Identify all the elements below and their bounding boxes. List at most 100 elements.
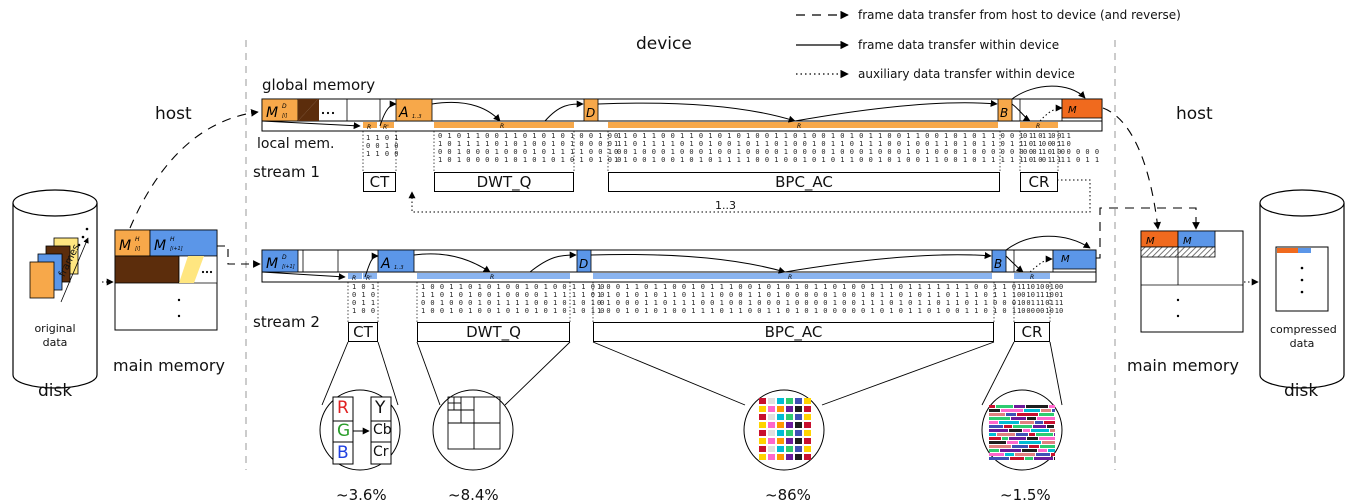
svg-text:R: R xyxy=(788,274,792,281)
bpc-cell xyxy=(777,422,784,428)
disk-left xyxy=(12,189,98,389)
bpc-cell xyxy=(759,438,766,444)
cr-bar xyxy=(1044,421,1055,424)
bpc-cell xyxy=(786,406,793,412)
cr-bar xyxy=(1047,425,1054,428)
ct-letter-cb: Cb xyxy=(373,422,392,438)
ct-inset-boxes xyxy=(332,396,392,465)
cr-bar xyxy=(1050,429,1055,432)
cr-bar xyxy=(1017,413,1038,416)
ct-letter-y: Y xyxy=(375,398,386,418)
cr-bar xyxy=(1029,445,1039,448)
stream2-cr-bits: 1 1 1 0 0 0 1 1 1 0 1 0 1 0 1 1 0 0 1 1 xyxy=(1017,283,1060,315)
bpc-cell xyxy=(795,422,802,428)
stream1-dwt-bits: 0 1 0 1 1 0 0 1 1 0 1 0 1 0 1 0 0 1 0 1 … xyxy=(438,132,622,164)
cr-bar xyxy=(1019,441,1041,444)
cr-bar xyxy=(1001,409,1023,412)
cr-bar xyxy=(1048,449,1055,452)
percent-ct: ~3.6% xyxy=(336,486,387,504)
stream1-cr-bits: 0 1 1 0 1 1 1 0 0 1 0 0 1 1 0 1 1 0 1 1 xyxy=(1023,132,1066,164)
bpc-cell xyxy=(786,438,793,444)
bpc-cell xyxy=(759,422,766,428)
cr-bar xyxy=(989,437,1001,440)
cr-bar xyxy=(989,429,1008,432)
bpc-cell xyxy=(759,454,766,460)
svg-text:M: M xyxy=(266,256,278,272)
cr-bar xyxy=(1039,413,1054,416)
bpc-cell xyxy=(777,438,784,444)
svg-text:H: H xyxy=(135,236,140,243)
svg-text:1..3: 1..3 xyxy=(394,265,404,271)
arrow-host-to-device-stream1 xyxy=(129,109,259,229)
bpc-cell xyxy=(804,406,811,412)
bpc-cell xyxy=(795,454,802,460)
bpc-cell xyxy=(795,406,802,412)
bpc-cell xyxy=(804,422,811,428)
global-memory-label: global memory xyxy=(262,76,376,94)
svg-text:R: R xyxy=(1030,274,1034,281)
arrow-device-to-host-stream1 xyxy=(1102,107,1162,230)
stream2-flows xyxy=(261,235,1091,281)
bpc-cell xyxy=(786,446,793,452)
svg-text:M: M xyxy=(1061,254,1070,265)
cr-bar xyxy=(1024,409,1040,412)
stream1-bpc-bits: 0 1 0 1 1 0 0 1 1 0 1 0 1 0 1 0 0 1 1 0 … xyxy=(614,132,1100,164)
svg-text:A: A xyxy=(380,256,391,272)
svg-text:R': R' xyxy=(366,275,372,282)
cr-bar xyxy=(1005,453,1014,456)
main-memory-left xyxy=(114,229,218,331)
bpc-bitplane-grid xyxy=(759,398,811,460)
bpc-cell xyxy=(777,398,784,404)
legend-label-dotted: auxiliary data transfer within device xyxy=(858,67,1075,81)
cr-bar xyxy=(1042,441,1055,444)
svg-text:[i+1]: [i+1] xyxy=(282,264,295,270)
cr-bar xyxy=(1040,445,1055,448)
cr-bar xyxy=(989,421,998,424)
host-label-left: host xyxy=(155,104,192,124)
cr-bar xyxy=(1025,457,1033,460)
cr-bar xyxy=(1013,425,1032,428)
cr-bar xyxy=(989,453,1004,456)
device-label: device xyxy=(636,34,692,54)
stream1-label: stream 1 xyxy=(253,163,320,181)
cr-bar xyxy=(989,409,1000,412)
svg-text:D: D xyxy=(282,103,287,110)
bpc-cell xyxy=(759,446,766,452)
svg-text:R: R xyxy=(500,123,504,130)
cr-bar xyxy=(989,457,1009,460)
svg-text:M: M xyxy=(1068,105,1077,116)
percent-cr: ~1.5% xyxy=(1000,486,1051,504)
bpc-cell xyxy=(768,446,775,452)
local-memory-label: local mem. xyxy=(257,136,335,152)
cr-bar xyxy=(1034,457,1053,460)
cr-bar xyxy=(1037,417,1055,420)
svg-text:D: D xyxy=(282,254,287,261)
bpc-cell xyxy=(795,398,802,404)
svg-text:[i]: [i] xyxy=(135,246,140,252)
bpc-cell xyxy=(777,406,784,412)
bpc-cell xyxy=(777,454,784,460)
disk-right-label: disk xyxy=(1284,381,1319,401)
disk-right xyxy=(1259,189,1345,389)
cr-bar xyxy=(989,425,1003,428)
disk-left-label: disk xyxy=(38,381,73,401)
stream2-kernel-dwt: DWT_Q xyxy=(417,322,570,342)
stream1-flows xyxy=(261,85,1086,130)
host-label-right: host xyxy=(1176,104,1213,124)
bpc-cell xyxy=(768,398,775,404)
cr-bar xyxy=(1016,433,1028,436)
cr-bar xyxy=(1049,405,1055,408)
cr-bar xyxy=(1000,449,1021,452)
bpc-cell xyxy=(768,414,775,420)
bpc-cell xyxy=(777,414,784,420)
bpc-cell xyxy=(795,414,802,420)
bpc-cell xyxy=(759,398,766,404)
bpc-cell xyxy=(804,438,811,444)
bpc-cell xyxy=(786,454,793,460)
bpc-cell xyxy=(804,446,811,452)
stream1-kernel-cr: CR xyxy=(1020,172,1058,192)
bpc-cell xyxy=(804,454,811,460)
bpc-cell xyxy=(759,406,766,412)
cr-bar xyxy=(989,417,1010,420)
